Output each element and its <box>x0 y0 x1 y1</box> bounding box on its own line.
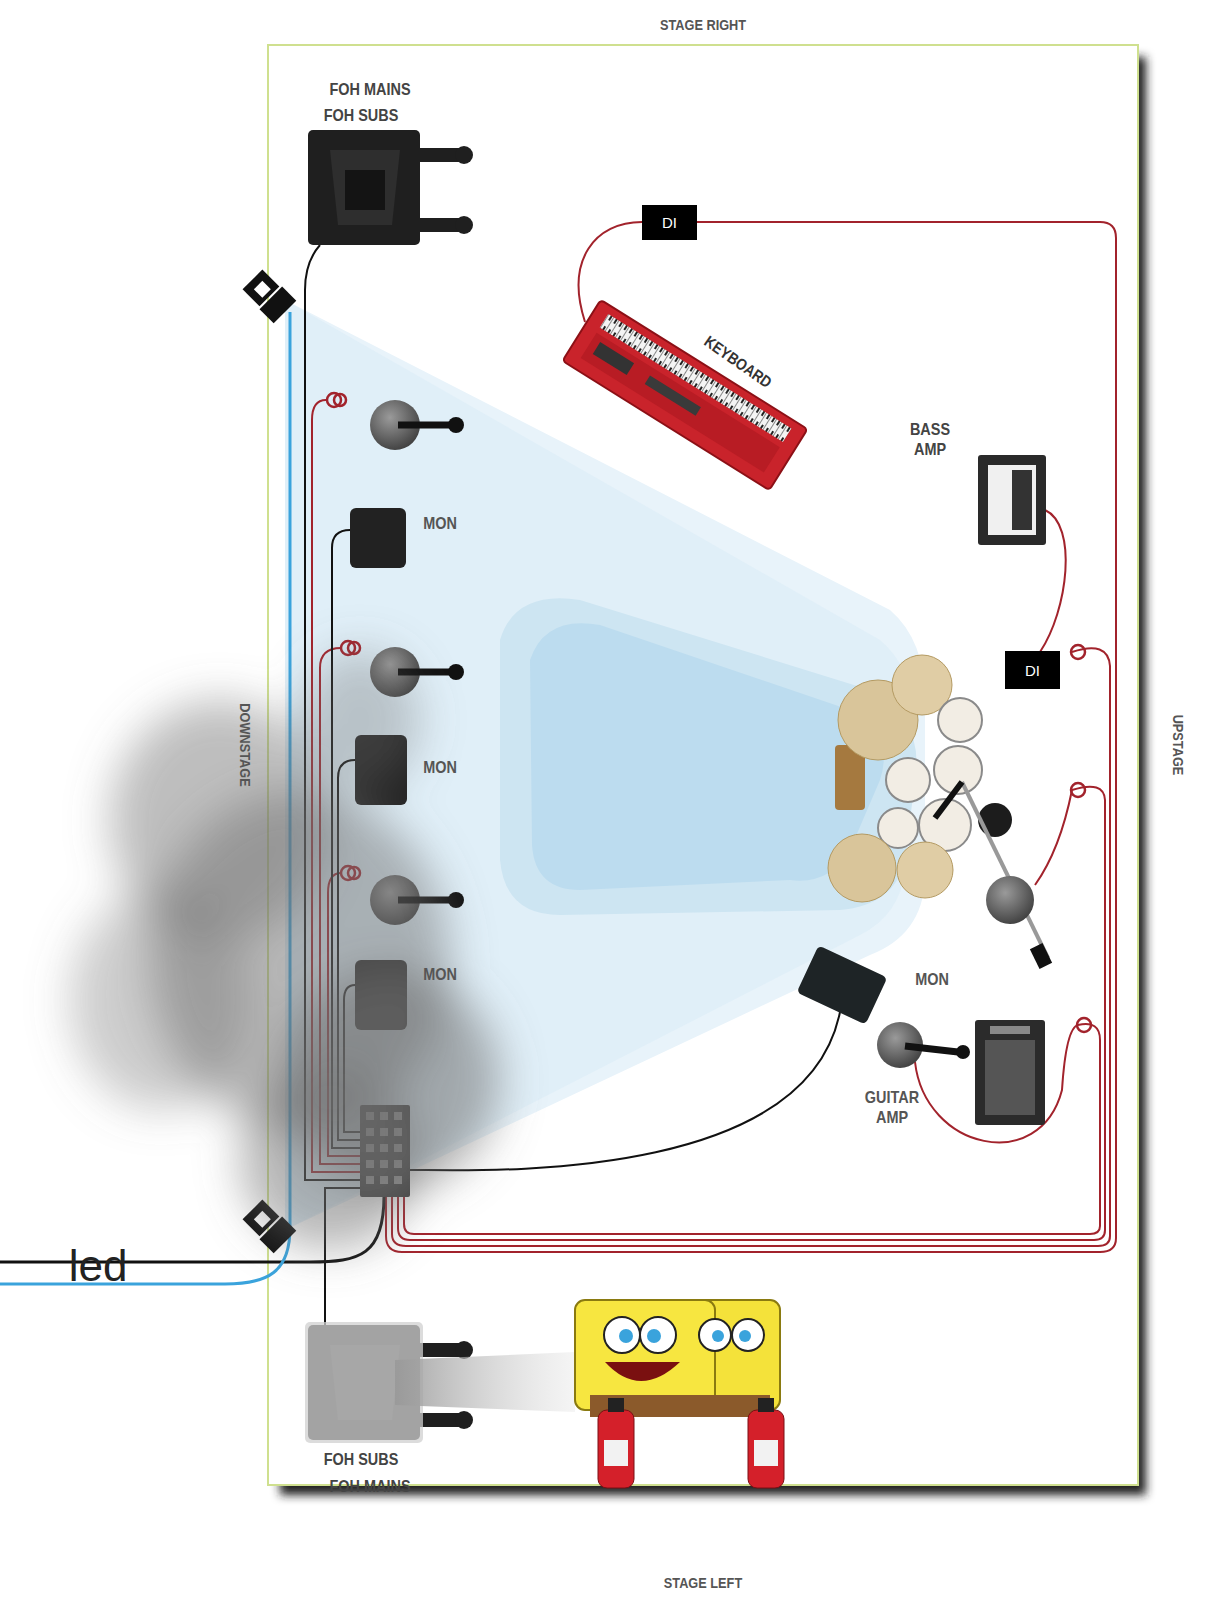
cable-coil <box>1071 783 1085 797</box>
di-label: DI <box>1025 662 1040 679</box>
equipment-label: FOH MAINS <box>329 80 410 100</box>
speaker-handle <box>420 1343 460 1357</box>
mic-boom <box>962 782 1048 958</box>
equipment-label: FOH SUBS <box>324 1450 399 1470</box>
equipment-label: STAGE RIGHT <box>660 16 746 34</box>
equipment-label: MON <box>423 514 457 534</box>
cartoon-figure <box>575 1300 715 1410</box>
light-lens <box>254 281 271 298</box>
microphone <box>448 417 464 433</box>
monitor-wedge <box>797 945 888 1024</box>
keyboard-panel <box>581 333 780 473</box>
mic-stand <box>986 876 1034 924</box>
drum <box>938 698 982 742</box>
extinguisher-label <box>754 1440 778 1466</box>
smoke <box>240 1070 420 1250</box>
fire-extinguisher <box>598 1410 634 1488</box>
speaker-handle <box>455 1341 473 1359</box>
cartoon-eye <box>619 1329 633 1343</box>
fire-extinguisher <box>748 1410 784 1488</box>
stage-direction-label: UPSTAGE <box>1169 715 1187 776</box>
signal-cable <box>1035 790 1072 885</box>
microphone <box>956 1045 970 1059</box>
keyboard-controls <box>593 342 634 375</box>
microphone <box>935 782 962 818</box>
speaker-handle <box>455 216 473 234</box>
speaker-handle <box>420 148 460 162</box>
stage-direction-label: DOWNSTAGE <box>236 703 254 786</box>
microphone <box>448 664 464 680</box>
speaker-handle <box>420 218 460 232</box>
cable-coil <box>1077 1018 1091 1032</box>
microphone <box>398 669 450 676</box>
foh-speaker <box>308 130 420 245</box>
amp-grille <box>985 1040 1035 1115</box>
signal-cable <box>404 1024 1100 1234</box>
signal-cable <box>392 648 1110 1246</box>
cartoon-eye <box>739 1330 751 1342</box>
equipment-label: MON <box>915 970 949 990</box>
drum-throne <box>978 803 1012 837</box>
boom-weight <box>1030 943 1052 969</box>
amp-grille <box>988 465 1036 535</box>
bass-amp <box>978 455 1046 545</box>
cartoon-eye <box>699 1319 731 1351</box>
cartoon-eye <box>712 1330 724 1342</box>
microphone <box>448 892 464 908</box>
speaker-beam <box>395 1352 575 1412</box>
microphone <box>398 422 450 429</box>
amp-panel <box>990 1026 1030 1034</box>
cartoon-eye <box>732 1319 764 1351</box>
guitar-amp <box>975 1020 1045 1125</box>
stage-direction-label: KEYBOARD <box>701 332 776 392</box>
equipment-label: MON <box>423 965 457 985</box>
equipment-label: GUITAR AMP <box>861 1088 922 1129</box>
microphone <box>905 1046 958 1052</box>
cartoon-eye <box>640 1317 676 1353</box>
di-box: DI <box>1005 651 1060 689</box>
speaker-handle <box>455 146 473 164</box>
extinguisher-valve <box>758 1398 774 1412</box>
cable-coil <box>334 394 346 406</box>
cartoon-eye <box>604 1317 640 1353</box>
light-beam-core <box>500 598 917 915</box>
equipment-label: led <box>69 1240 128 1293</box>
equipment-label: FOH MAINS <box>329 1477 410 1497</box>
extinguisher-label <box>604 1440 628 1466</box>
equipment-label: MON <box>423 758 457 778</box>
extinguisher-valve <box>608 1398 624 1412</box>
cartoon-mouth <box>605 1362 680 1381</box>
monitor-wedge <box>350 508 406 568</box>
speaker-horn <box>345 170 385 210</box>
cymbal <box>828 834 896 902</box>
speaker-grille <box>330 150 400 225</box>
drum <box>886 758 930 802</box>
cymbal <box>897 842 953 898</box>
di-box: DI <box>642 205 697 240</box>
keyboard <box>562 300 807 490</box>
light-beam-core <box>530 623 884 890</box>
speaker-handle <box>420 1413 460 1427</box>
amp-panel <box>1012 470 1032 530</box>
equipment-label: STAGE LEFT <box>664 1574 742 1592</box>
cartoon-eye <box>647 1329 661 1343</box>
keyboard-controls <box>645 375 701 415</box>
smoke <box>300 650 420 790</box>
di-label: DI <box>662 214 677 231</box>
speaker-handle <box>455 1411 473 1429</box>
cable-coil <box>1071 645 1085 659</box>
stage-outline <box>268 45 1138 1485</box>
equipment-label: FOH SUBS <box>324 106 399 126</box>
equipment-label: BASS AMP <box>905 420 956 461</box>
smoke <box>70 890 250 1110</box>
